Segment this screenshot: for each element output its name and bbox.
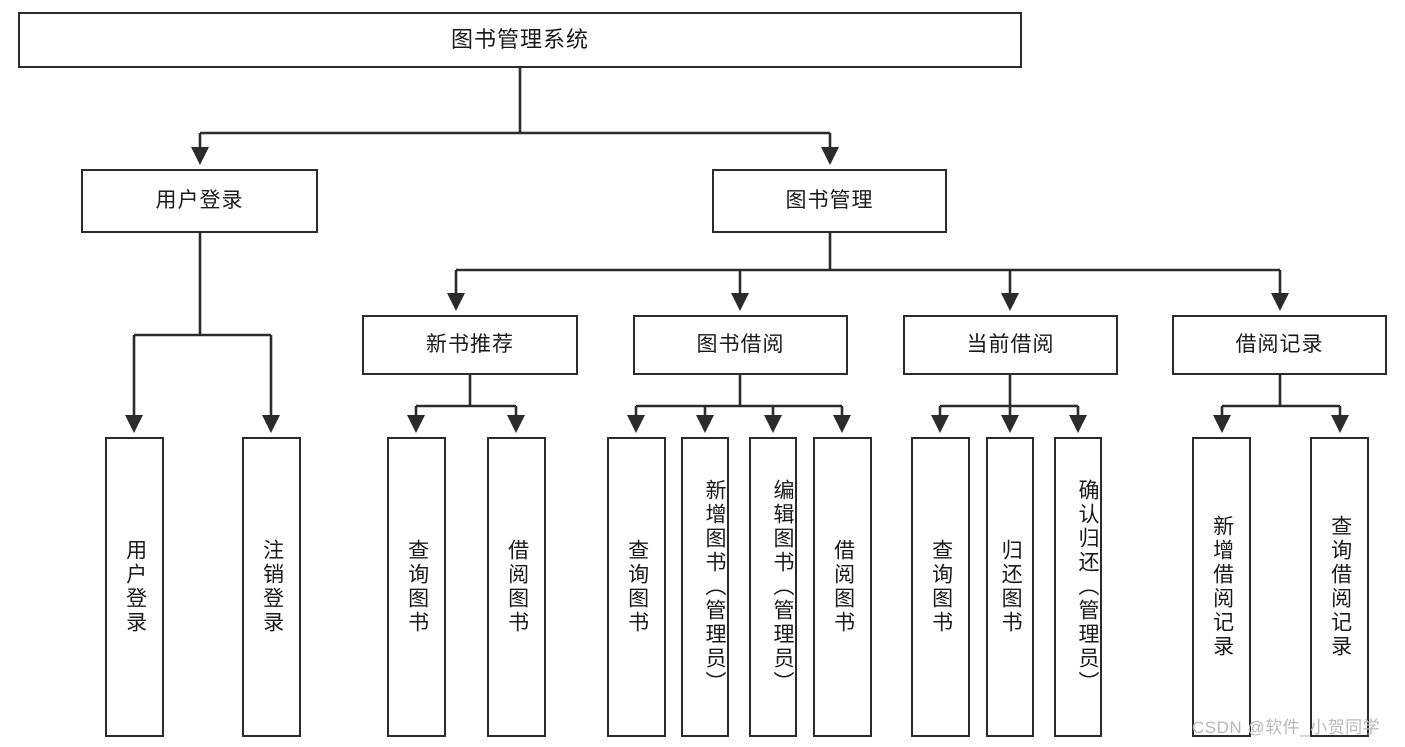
node-borrow-record[interactable]: 借阅记录 bbox=[1172, 315, 1387, 375]
node-label: 借阅图书 bbox=[505, 539, 529, 635]
leaf-return-book[interactable]: 归还图书 bbox=[986, 437, 1034, 737]
leaf-query-borrow-record[interactable]: 查询借阅记录 bbox=[1310, 437, 1369, 737]
node-label: 查询图书 bbox=[929, 539, 953, 635]
node-label: 用户登录 bbox=[123, 539, 147, 635]
node-label: 图书管理系统 bbox=[450, 26, 589, 52]
node-book-manage[interactable]: 图书管理 bbox=[712, 169, 947, 233]
leaf-query-book-current[interactable]: 查询图书 bbox=[911, 437, 970, 737]
node-label: 归还图书 bbox=[999, 539, 1023, 635]
watermark-csdn: CSDN @软件_小贺同学 bbox=[1192, 718, 1381, 737]
node-label: 图书管理 bbox=[785, 189, 874, 213]
leaf-logout-login[interactable]: 注销登录 bbox=[242, 437, 301, 737]
leaf-confirm-return-admin[interactable]: 确认归还（管理员） bbox=[1054, 437, 1102, 737]
node-label: 新增借阅记录 bbox=[1210, 515, 1234, 659]
node-user-login[interactable]: 用户登录 bbox=[81, 169, 318, 233]
leaf-edit-book-admin[interactable]: 编辑图书（管理员） bbox=[749, 437, 797, 737]
leaf-query-book-recommend[interactable]: 查询图书 bbox=[387, 437, 446, 737]
node-label: 编辑图书（管理员） bbox=[771, 479, 794, 695]
node-label: 查询图书 bbox=[625, 539, 649, 635]
node-label: 用户登录 bbox=[155, 189, 244, 213]
node-label: 查询借阅记录 bbox=[1328, 515, 1352, 659]
leaf-add-book-admin[interactable]: 新增图书（管理员） bbox=[681, 437, 729, 737]
leaf-borrow-book-recommend[interactable]: 借阅图书 bbox=[487, 437, 546, 737]
node-label: 图书借阅 bbox=[696, 333, 785, 357]
node-label: 注销登录 bbox=[260, 539, 284, 635]
node-label: 借阅图书 bbox=[831, 539, 855, 635]
leaf-borrow-book-borrow[interactable]: 借阅图书 bbox=[813, 437, 872, 737]
node-label: 新书推荐 bbox=[426, 333, 514, 357]
node-label: 新增图书（管理员） bbox=[703, 479, 726, 695]
node-label: 当前借阅 bbox=[966, 333, 1055, 357]
node-root-book-management-system[interactable]: 图书管理系统 bbox=[18, 12, 1022, 68]
leaf-user-login[interactable]: 用户登录 bbox=[105, 437, 164, 737]
node-label: 借阅记录 bbox=[1235, 333, 1324, 357]
node-current-borrow[interactable]: 当前借阅 bbox=[903, 315, 1118, 375]
node-book-borrow[interactable]: 图书借阅 bbox=[633, 315, 848, 375]
node-label: 查询图书 bbox=[405, 539, 429, 635]
node-label: 确认归还（管理员） bbox=[1076, 479, 1099, 695]
node-new-book-recommend[interactable]: 新书推荐 bbox=[362, 315, 578, 375]
leaf-query-book-borrow[interactable]: 查询图书 bbox=[607, 437, 666, 737]
leaf-add-borrow-record[interactable]: 新增借阅记录 bbox=[1192, 437, 1251, 737]
